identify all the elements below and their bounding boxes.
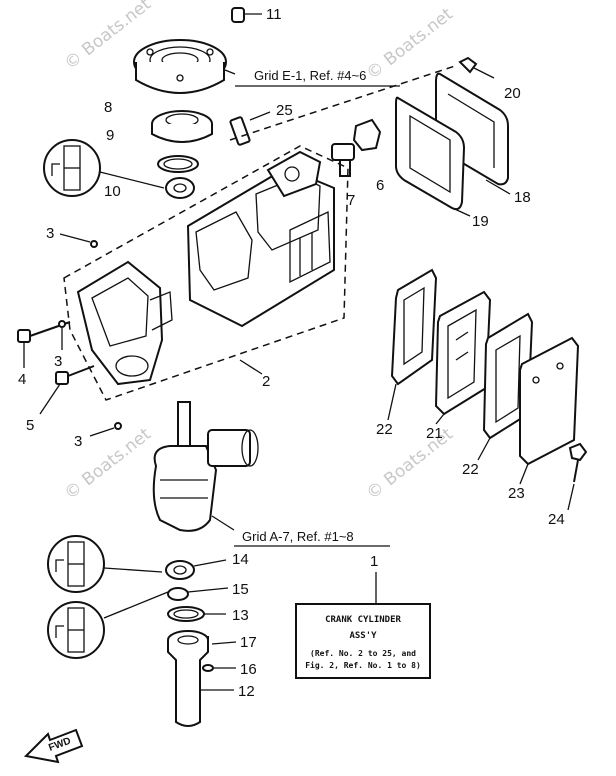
- part-3-dowel: [114, 422, 122, 430]
- callout-8: 8: [104, 99, 112, 116]
- label-box-line1: CRANK CYLINDER: [325, 615, 401, 625]
- crankcase: [76, 260, 173, 386]
- grid-ref-top: Grid E-1, Ref. #4~6: [254, 68, 366, 83]
- part-17-pin: [207, 636, 237, 650]
- crankshaft-assembly: [152, 401, 259, 532]
- screw-axis-line: [229, 65, 456, 141]
- callout-24: 24: [548, 511, 565, 528]
- label-box-line4: Fig. 2, Ref. No. 1 to 8): [305, 660, 421, 670]
- part-4-bolt: [17, 321, 71, 368]
- part-19-gasket: [395, 96, 471, 217]
- seal-direction-detail-15: [47, 591, 169, 659]
- part-6-fitting: [352, 118, 382, 152]
- grid-ref-bottom: Grid A-7, Ref. #1~8: [242, 529, 354, 544]
- leader-3c: [89, 427, 115, 437]
- leader-2: [239, 359, 263, 375]
- part-15-oil-seal: [167, 587, 229, 601]
- part-8-housing: [151, 110, 213, 143]
- callout-2: 2: [262, 373, 270, 390]
- callout-16: 16: [240, 661, 257, 678]
- part-25-spark-plug: [229, 111, 271, 146]
- part-11-screw: [231, 7, 262, 23]
- part-21-gasket: [434, 290, 492, 425]
- cylinder-block-outline: [63, 145, 349, 401]
- callout-10: 10: [104, 183, 121, 200]
- callout-22: 22: [462, 461, 479, 478]
- callout-11: 11: [266, 6, 282, 23]
- part-2-cylinder-block: [186, 150, 335, 328]
- seal-direction-detail-top: [43, 139, 165, 197]
- part-14-oil-seal: [165, 559, 227, 580]
- callout-7: 7: [347, 192, 355, 209]
- part-24-screw: [567, 442, 588, 511]
- part-22-gasket-a: [387, 268, 438, 421]
- leader-3a: [59, 233, 91, 243]
- part-7-plug: [331, 143, 355, 177]
- callout-5: 5: [26, 417, 34, 434]
- callout-3: 3: [46, 225, 54, 242]
- label-box-line2: ASS'Y: [349, 631, 377, 641]
- label-box-line3: (Ref. No. 2 to 25, and: [310, 649, 416, 658]
- part-3-dowel: [90, 240, 98, 248]
- part-13-o-ring: [167, 606, 226, 622]
- callout-3: 3: [74, 433, 82, 450]
- callout-22: 22: [376, 421, 393, 438]
- part-23-plate: [519, 336, 580, 485]
- callout-4: 4: [18, 371, 26, 388]
- callout-12: 12: [238, 683, 255, 700]
- part-12-sleeve: [167, 630, 234, 727]
- callout-1: 1: [370, 553, 378, 570]
- callout-23: 23: [508, 485, 525, 502]
- callout-25: 25: [276, 102, 293, 119]
- callout-9: 9: [106, 127, 114, 144]
- callout-6: 6: [376, 177, 384, 194]
- assembly-label-box: CRANK CYLINDER ASS'Y (Ref. No. 2 to 25, …: [295, 572, 431, 679]
- callout-19: 19: [472, 213, 489, 230]
- part-3-dowel: [58, 320, 66, 328]
- fwd-arrow-icon: FWD: [23, 728, 84, 764]
- part-9-o-ring-inner: [163, 158, 193, 170]
- callout-3: 3: [54, 353, 62, 370]
- callout-18: 18: [514, 189, 531, 206]
- part-16-washer: [202, 664, 236, 672]
- part-20-screw: [458, 56, 495, 79]
- leader-grid-top: [224, 69, 236, 75]
- top-cover-flange: [133, 39, 227, 94]
- callout-13: 13: [232, 607, 249, 624]
- part-10-oil-seal: [165, 177, 195, 199]
- part-5-bolt: [39, 365, 95, 415]
- seal-direction-detail-14: [47, 535, 163, 593]
- watermark: © Boats.net: [363, 4, 457, 84]
- callout-20: 20: [504, 85, 521, 102]
- callout-15: 15: [232, 581, 249, 598]
- callout-17: 17: [240, 634, 257, 651]
- callout-14: 14: [232, 551, 249, 568]
- callout-21: 21: [426, 425, 443, 442]
